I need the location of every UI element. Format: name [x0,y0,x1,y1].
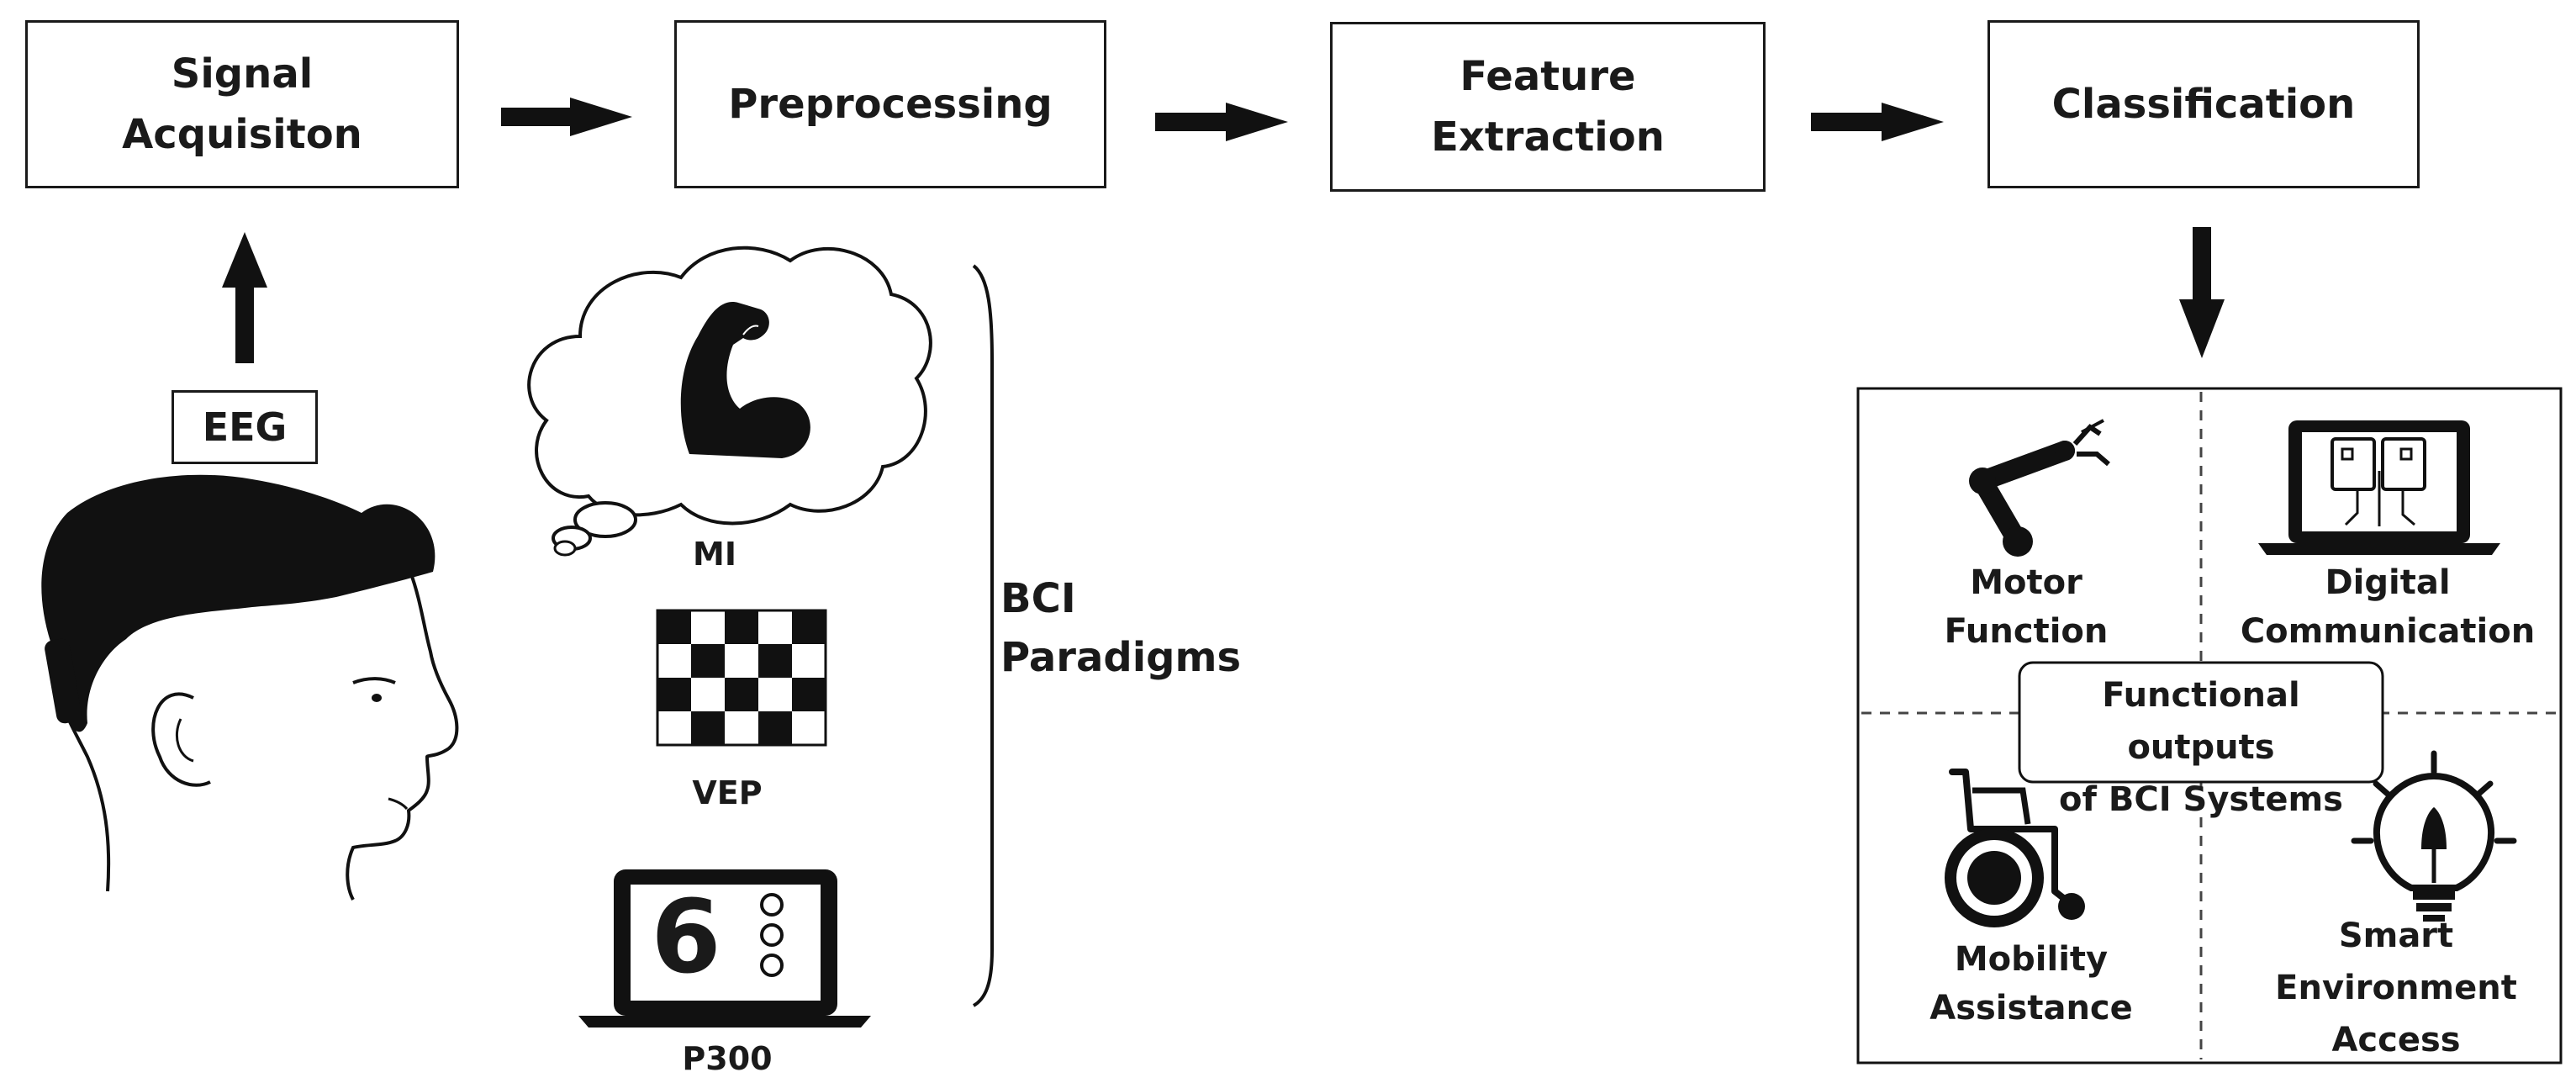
preprocessing-box: Preprocessing [674,20,1106,188]
robot-arm-icon [1969,419,2110,557]
arrow-classification-down [2179,227,2225,358]
arrow-signal-to-preprocessing [501,98,632,136]
digital-communication-label: Digital Communication [2240,563,2536,651]
bci-paradigms-label: BCI Paradigms [1000,575,1242,681]
p300-digit: 6 [651,880,721,996]
feature-extraction-box: Feature Extraction [1330,22,1766,192]
preprocessing-label: Preprocessing [728,81,1053,128]
laptop-icon [578,869,871,1028]
muscle-arm-icon [680,302,810,458]
p300-label: P300 [682,1040,773,1077]
classification-box: Classification [1987,20,2420,188]
mobility-assistance-label: Mobility Assistance [1929,940,2133,1028]
classification-label: Classification [2051,81,2356,128]
thought-cloud [527,246,932,557]
signal-acquisition-box: Signal Acquisiton [25,20,459,188]
checkerboard-icon [656,609,827,747]
laptop-circuit-icon [2258,420,2500,555]
outputs-center-box [2018,661,2384,784]
arrow-eeg-up [222,232,267,363]
arrow-feature-to-classification [1811,103,1944,141]
vep-label: VEP [692,774,763,811]
mi-label: MI [693,536,736,573]
wheelchair-icon [1945,769,2085,927]
eeg-label: EEG [202,404,288,450]
smart-environment-access-label: Smart Environment Access [2275,917,2517,1059]
paradigm-brace [972,264,994,1007]
arrow-preprocessing-to-feature [1155,103,1288,141]
lightbulb-icon [2351,750,2517,922]
feature-extraction-label: Feature Extraction [1431,53,1665,161]
eeg-label-box: EEG [172,390,318,464]
motor-function-label: Motor Function [1944,563,2109,651]
signal-acquisition-label: Signal Acquisiton [122,50,362,158]
head-eeg-cap-icon [41,474,459,901]
outputs-center-label: Functional outputs of BCI Systems [2059,676,2343,819]
